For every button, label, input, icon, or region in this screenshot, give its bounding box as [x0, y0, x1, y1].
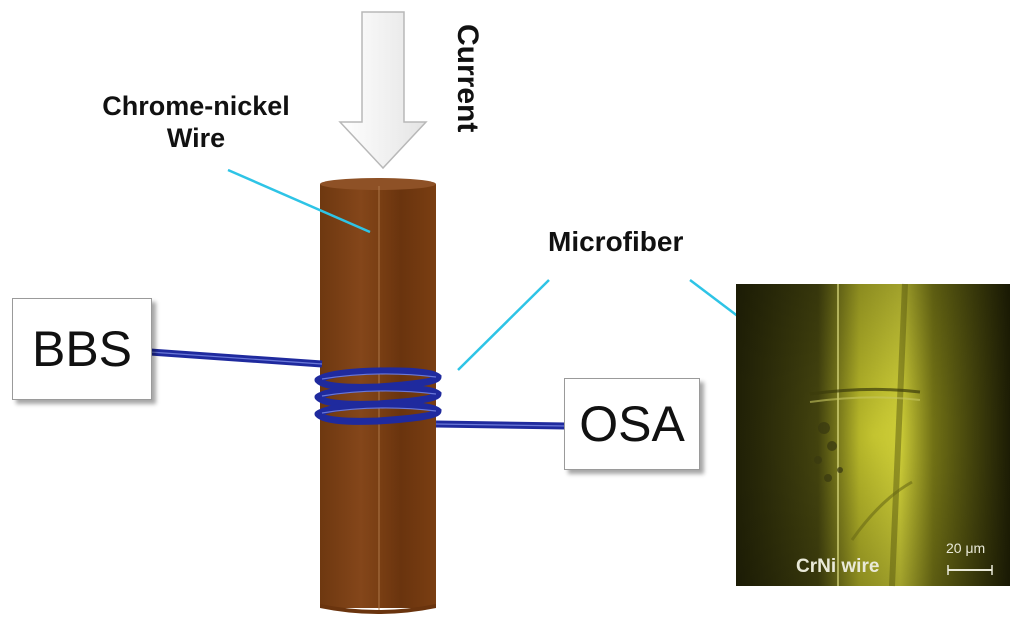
microfiber-coil	[314, 367, 442, 425]
bbs-box: BBS	[12, 298, 152, 400]
coil-highlight	[321, 373, 437, 414]
scale-bar-label: 20 μm	[946, 540, 986, 556]
micrograph-inset	[736, 283, 1010, 587]
current-arrow	[338, 11, 428, 170]
micrograph-caption: CrNi wire	[796, 556, 880, 577]
chrome-nickel-wire	[320, 178, 436, 614]
current-label: Current	[451, 24, 484, 133]
fiber-lead-bbs	[149, 348, 323, 368]
osa-box: OSA	[564, 378, 700, 470]
wire-label: Chrome-nickel Wire	[82, 90, 310, 154]
wire-label-line2: Wire	[166, 123, 226, 153]
leader-line-wire	[227, 168, 371, 234]
fiber-lead-osa	[435, 420, 567, 430]
leader-line-microfiber-left	[457, 279, 550, 371]
bbs-label: BBS	[31, 321, 133, 377]
osa-label: OSA	[579, 396, 685, 452]
microfiber-label: Microfiber	[548, 226, 684, 257]
wire-label-line1: Chrome-nickel	[102, 91, 290, 121]
